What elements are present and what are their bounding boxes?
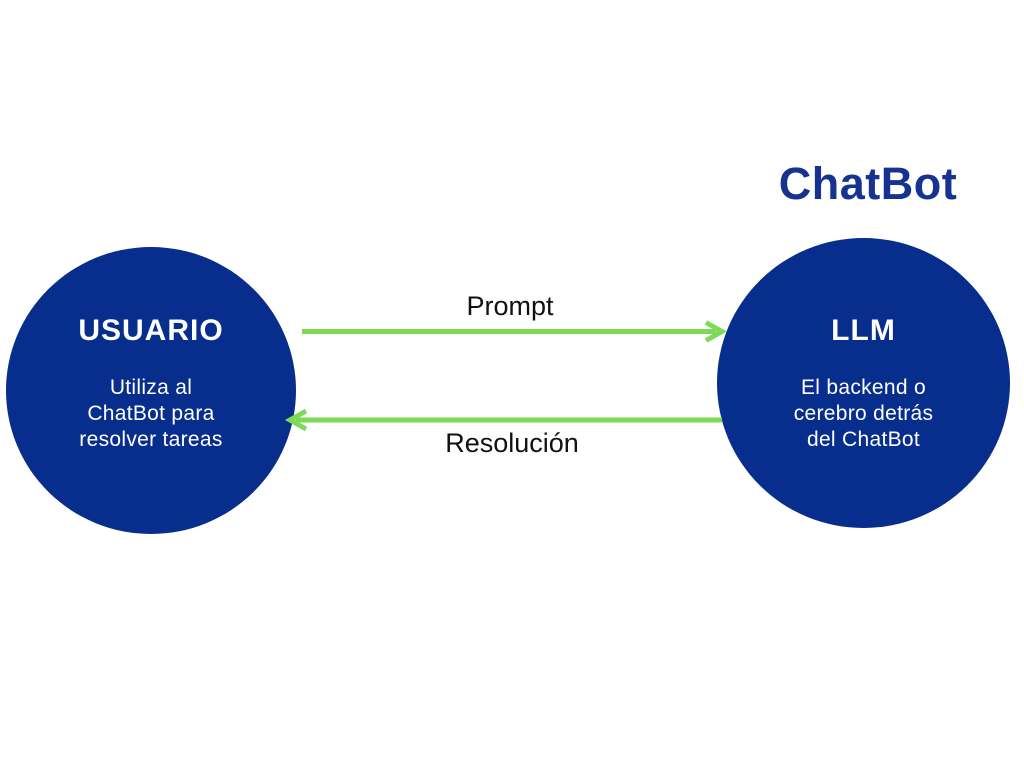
resolucion-arrow-label: Resolución: [445, 428, 579, 458]
resolucion-arrow: [284, 408, 722, 432]
node-usuario-description: Utiliza al ChatBot para resolver tareas: [79, 376, 223, 451]
prompt-arrow: [302, 320, 728, 343]
node-llm-description: El backend o cerebro detrás del ChatBot: [793, 375, 934, 451]
node-usuario-title: USUARIO: [78, 314, 224, 347]
node-llm: LLM El backend o cerebro detrás del Chat…: [717, 238, 1010, 528]
diagram-title: ChatBot: [778, 158, 958, 209]
node-llm-title: LLM: [831, 313, 896, 347]
prompt-arrow-label: Prompt: [466, 291, 554, 321]
node-usuario: USUARIO Utiliza al ChatBot para resolver…: [6, 247, 296, 534]
